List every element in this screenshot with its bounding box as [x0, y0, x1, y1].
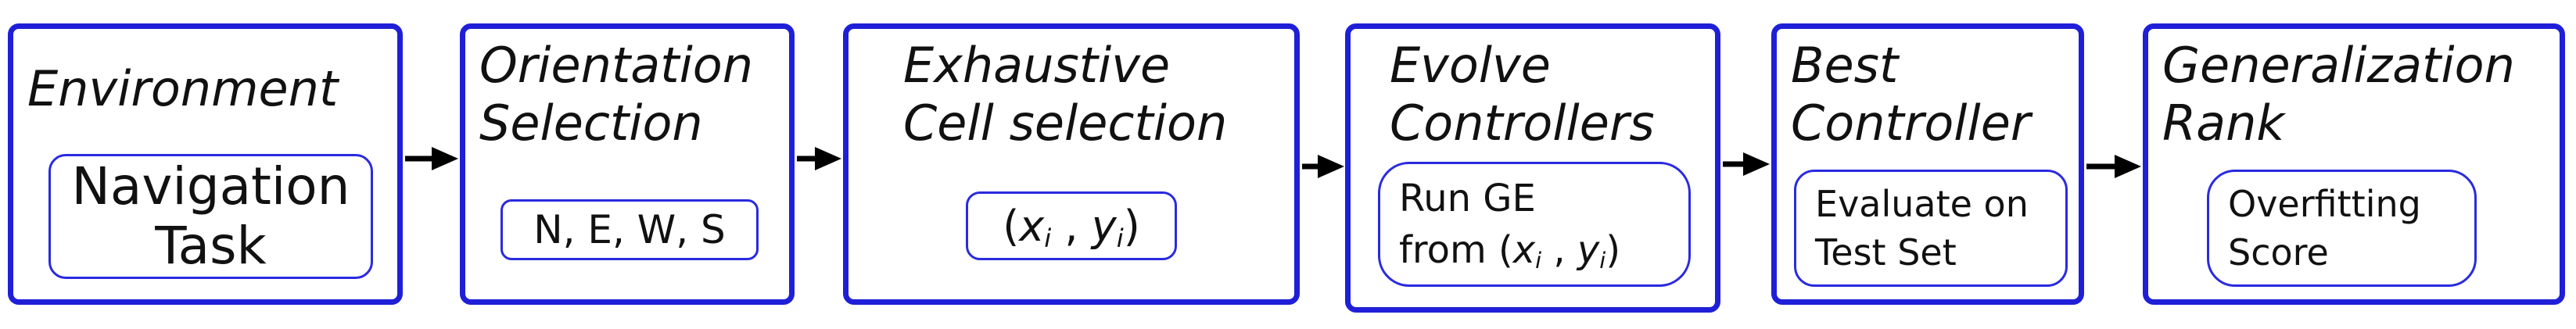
- stage-generalization-rank: Generalization Rank Overfitting Score: [2143, 23, 2565, 305]
- stage-title: Exhaustive Cell selection: [903, 37, 1227, 152]
- stage-title-line: Controller: [1791, 95, 2031, 152]
- stage-detail-box: Evaluate on Test Set: [1794, 170, 2068, 287]
- stage-title-line: Environment: [27, 60, 339, 117]
- stage-title-line: Generalization: [2162, 37, 2515, 94]
- stage-title: Orientation Selection: [479, 37, 753, 152]
- stage-detail-box: (xi , yi): [966, 191, 1177, 260]
- stage-detail-line: Score: [2228, 231, 2329, 274]
- stage-detail-line: Evaluate on: [1815, 183, 2029, 225]
- cell-coordinate: (xi , yi): [1003, 201, 1140, 253]
- stage-title: Generalization Rank: [2162, 37, 2515, 152]
- stage-best-controller: Best Controller Evaluate on Test Set: [1771, 23, 2084, 305]
- stage-detail-box: Run GE from (xi , yi): [1378, 162, 1691, 287]
- stage-title-line: Selection: [479, 95, 703, 152]
- stage-detail-box: Navigation Task: [48, 154, 373, 279]
- stage-exhaustive-cell-selection: Exhaustive Cell selection (xi , yi): [843, 23, 1300, 305]
- stage-detail-line: N, E, W, S: [533, 207, 726, 252]
- stage-detail-line: Test Set: [1815, 231, 1957, 274]
- stage-detail-line: Overfitting: [2228, 183, 2421, 225]
- stage-title-line: Orientation: [479, 37, 754, 94]
- stage-detail-line: Task: [155, 216, 267, 276]
- stage-detail-line: Navigation: [71, 156, 350, 216]
- stage-title-line: Rank: [2162, 95, 2285, 152]
- stage-detail-box: N, E, W, S: [500, 199, 759, 260]
- arrow-5: [2086, 155, 2141, 178]
- stage-detail-box: Overfitting Score: [2207, 170, 2477, 287]
- stage-orientation-selection: Orientation Selection N, E, W, S: [460, 23, 795, 305]
- stage-title-line: Best: [1791, 37, 1899, 94]
- stage-detail-line: Run GE: [1399, 177, 1536, 220]
- stage-title-line: Exhaustive: [903, 37, 1171, 94]
- arrow-3: [1302, 155, 1344, 178]
- arrow-2: [797, 147, 841, 170]
- stage-title-line: Cell selection: [903, 95, 1228, 152]
- stage-title: Evolve Controllers: [1390, 37, 1655, 152]
- stage-environment: Environment Navigation Task: [8, 23, 403, 305]
- stage-title: Best Controller: [1791, 37, 2030, 152]
- stage-evolve-controllers: Evolve Controllers Run GE from (xi , yi): [1345, 23, 1720, 313]
- arrow-4: [1723, 152, 1770, 176]
- cell-coordinate: from (xi , yi): [1399, 228, 1621, 274]
- stage-title-line: Controllers: [1390, 95, 1655, 152]
- stage-title: Environment: [27, 60, 338, 118]
- stage-title-line: Evolve: [1390, 37, 1551, 94]
- arrow-1: [405, 147, 458, 170]
